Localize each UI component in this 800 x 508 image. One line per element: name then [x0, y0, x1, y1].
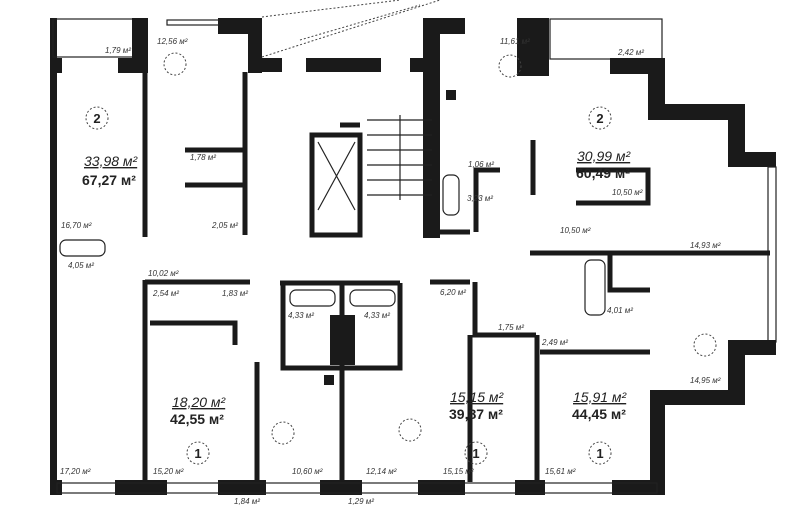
room-area: 11,61 м² — [500, 37, 530, 46]
room-area: 15,61 м² — [545, 467, 576, 476]
room-area: 1,78 м² — [190, 153, 216, 162]
view-lines — [261, 0, 441, 58]
room-area: 15,15 м² — [443, 467, 474, 476]
living-area: 15,91 м² — [573, 389, 628, 405]
dining-tables — [163, 52, 717, 445]
apartment-1room-b[interactable]: 1 15,15 м² 39,87 м² 4,33 м² 12,14 м² 1,2… — [348, 288, 524, 506]
room-area: 10,02 м² — [148, 269, 179, 278]
living-area: 18,20 м² — [172, 394, 227, 410]
room-area: 10,50 м² — [560, 226, 591, 235]
room-area: 4,33 м² — [288, 311, 314, 320]
room-area: 10,50 м² — [612, 188, 643, 197]
total-area: 60,49 м² — [576, 165, 630, 181]
room-count-badge — [588, 106, 612, 130]
room-area: 6,20 м² — [440, 288, 466, 297]
room-area: 17,20 м² — [60, 467, 91, 476]
room-count: 1 — [596, 446, 603, 461]
room-area: 1,84 м² — [234, 497, 260, 506]
room-area: 1,83 м² — [222, 289, 248, 298]
room-area: 4,33 м² — [364, 311, 390, 320]
room-area: 4,05 м² — [68, 261, 94, 270]
room-count-badge — [85, 106, 109, 130]
room-count-badge — [588, 441, 612, 465]
room-count: 1 — [472, 446, 479, 461]
room-area: 2,42 м² — [617, 48, 644, 57]
total-area: 67,27 м² — [82, 172, 136, 188]
apartment-1room-a[interactable]: 1 18,20 м² 42,55 м² 2,54 м² 1,83 м² 4,33… — [152, 289, 323, 506]
room-area: 2,05 м² — [211, 221, 238, 230]
room-count-badge — [464, 441, 488, 465]
apartment-2room-right[interactable]: 2 30,99 м² 60,49 м² 11,61 м² 2,42 м² 1,0… — [467, 37, 721, 250]
room-area: 10,60 м² — [292, 467, 323, 476]
room-count-badge — [186, 441, 210, 465]
total-area: 42,55 м² — [170, 411, 224, 427]
room-area: 14,93 м² — [690, 241, 721, 250]
walls — [50, 18, 777, 495]
room-area: 1,29 м² — [348, 497, 374, 506]
room-area: 12,14 м² — [366, 467, 397, 476]
room-area: 2,54 м² — [152, 289, 179, 298]
room-area: 3,23 м² — [467, 194, 493, 203]
room-area: 14,95 м² — [690, 376, 721, 385]
living-area: 15,15 м² — [450, 389, 505, 405]
room-area: 12,56 м² — [157, 37, 188, 46]
living-area: 30,99 м² — [577, 148, 632, 164]
room-area: 1,75 м² — [498, 323, 524, 332]
living-area: 33,98 м² — [84, 153, 139, 169]
room-area: 4,01 м² — [607, 306, 633, 315]
room-area: 16,70 м² — [61, 221, 92, 230]
room-area: 1,06 м² — [468, 160, 494, 169]
total-area: 39,87 м² — [449, 406, 503, 422]
total-area: 44,45 м² — [572, 406, 626, 422]
room-count: 1 — [194, 446, 201, 461]
apartment-1room-c[interactable]: 1 15,91 м² 44,45 м² 4,01 м² 2,49 м² 14,9… — [541, 306, 721, 476]
bathtubs — [59, 174, 606, 316]
room-area: 2,49 м² — [541, 338, 568, 347]
apartment-2room-left[interactable]: 2 33,98 м² 67,27 м² 1,79 м² 12,56 м² 16,… — [60, 37, 238, 476]
room-count: 2 — [596, 111, 603, 126]
room-area: 15,20 м² — [153, 467, 184, 476]
room-area: 1,79 м² — [105, 46, 131, 55]
room-count: 2 — [93, 111, 100, 126]
